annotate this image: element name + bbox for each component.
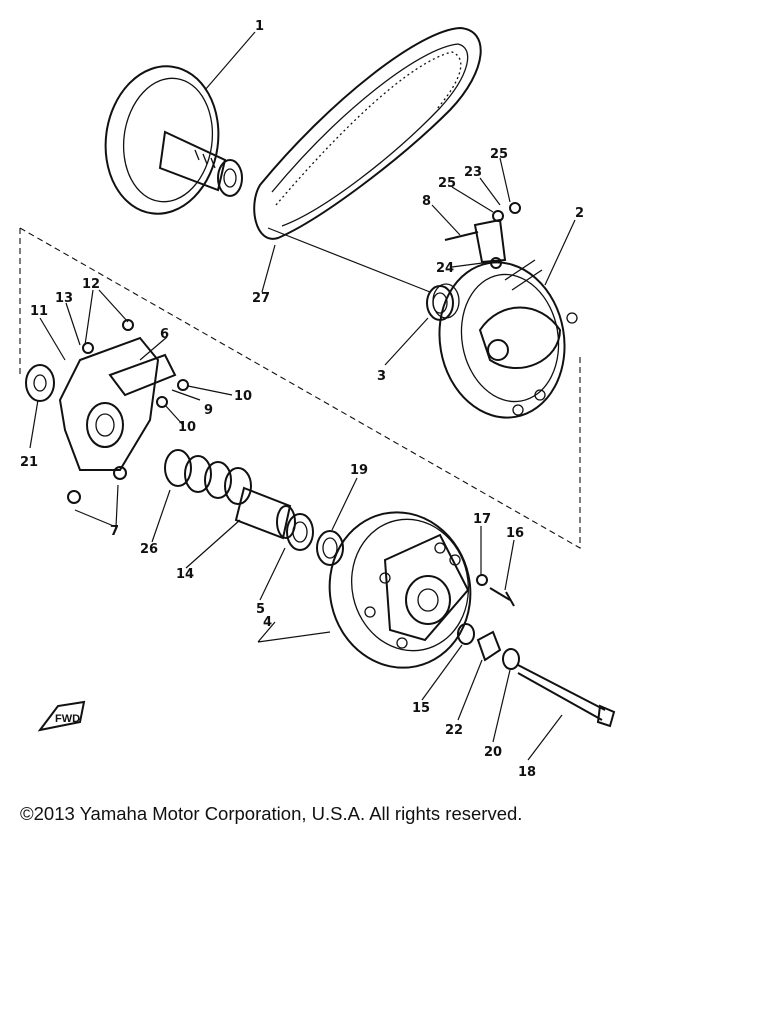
callout-18: 18 (518, 765, 536, 780)
callout-16: 16 (506, 526, 524, 541)
callout-3: 3 (377, 369, 386, 384)
copyright-notice: ©2013 Yamaha Motor Corporation, U.S.A. A… (20, 803, 523, 824)
exploded-parts-diagram: FWD 1 2 3 4 5 (19, 19, 616, 780)
callout-1: 1 (255, 19, 264, 34)
callout-23: 23 (464, 165, 482, 180)
spring-part-26 (164, 449, 252, 505)
callout-25b: 25 (490, 147, 508, 162)
callout-24: 24 (436, 261, 454, 276)
bushing-part-3 (426, 283, 460, 321)
drive-belt-part-27 (253, 26, 482, 240)
shaft-center-line (267, 227, 431, 293)
callout-7: 7 (110, 524, 119, 539)
callout-25a: 25 (438, 176, 456, 191)
callout-19: 19 (350, 463, 368, 478)
callout-15: 15 (412, 701, 430, 716)
fixed-sheave-part-1 (104, 65, 243, 215)
callout-6: 6 (160, 327, 169, 342)
drum-part-4 (328, 511, 472, 669)
callout-14: 14 (176, 567, 194, 582)
callout-leader-lines (29, 31, 576, 761)
assembly-frame-line (19, 227, 581, 549)
callout-5: 5 (256, 602, 265, 617)
sleeve-part-14 (234, 486, 296, 540)
callout-27: 27 (252, 291, 270, 306)
bearing-parts-5-19 (286, 513, 344, 566)
fwd-arrow-icon: FWD (37, 700, 86, 732)
callout-11: 11 (30, 304, 48, 319)
callout-26: 26 (140, 542, 158, 557)
movable-sheave-part-2 (438, 259, 578, 419)
fwd-label: FWD (55, 713, 80, 725)
spider-assembly-parts (25, 319, 189, 504)
callout-12: 12 (82, 277, 100, 292)
callout-8: 8 (422, 194, 431, 209)
callout-20: 20 (484, 745, 502, 760)
callout-2: 2 (575, 206, 584, 221)
callout-13: 13 (55, 291, 73, 306)
callout-9: 9 (204, 403, 213, 418)
callout-4: 4 (263, 615, 272, 630)
callout-10a: 10 (234, 389, 252, 404)
callout-21: 21 (20, 455, 38, 470)
callout-22: 22 (445, 723, 463, 738)
callout-10b: 10 (178, 420, 196, 435)
callout-17: 17 (473, 512, 491, 527)
callout-labels: 1 2 3 4 5 6 7 8 9 10 10 11 12 13 14 15 1… (20, 19, 584, 780)
fastener-parts (457, 574, 616, 728)
small-hardware-parts (444, 202, 521, 269)
